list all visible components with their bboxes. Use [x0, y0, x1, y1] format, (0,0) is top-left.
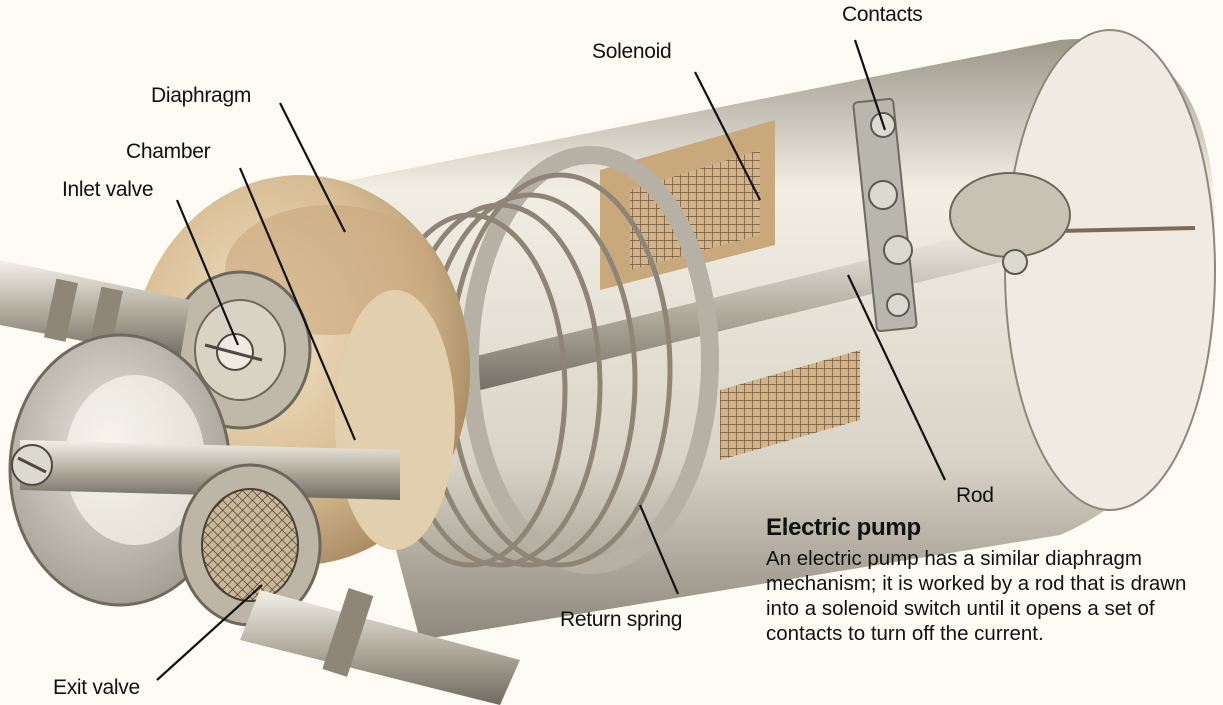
leader-rod — [847, 274, 946, 481]
leader-chamber — [238, 167, 357, 441]
leader-diaphragm — [279, 102, 346, 233]
label-inlet-valve: Inlet valve — [62, 178, 154, 201]
leader-solenoid — [694, 71, 761, 201]
label-rod: Rod — [956, 484, 994, 507]
cover-plate — [8, 333, 400, 607]
exit-valve — [178, 463, 322, 627]
leader-lines — [156, 39, 946, 681]
leader-contacts — [853, 39, 887, 131]
caption-text: An electric pump has a similar diaphragm… — [766, 547, 1187, 645]
leader-exit-valve — [156, 584, 263, 681]
label-return-spring: Return spring — [560, 608, 683, 631]
leader-return-spring — [638, 504, 680, 595]
label-diaphragm: Diaphragm — [151, 84, 252, 107]
contacts-assembly — [852, 97, 1071, 333]
leader-inlet-valve — [175, 199, 240, 346]
label-exit-valve: Exit valve — [53, 676, 140, 699]
label-chamber: Chamber — [126, 140, 211, 163]
label-contacts: Contacts — [842, 3, 923, 26]
exit-pipe — [240, 588, 520, 705]
caption-block: Electric pump An electric pump has a sim… — [766, 514, 1216, 646]
caption-title: Electric pump — [766, 514, 921, 541]
return-spring — [372, 146, 719, 574]
inlet-pipe — [0, 260, 190, 360]
label-solenoid: Solenoid — [592, 40, 672, 63]
